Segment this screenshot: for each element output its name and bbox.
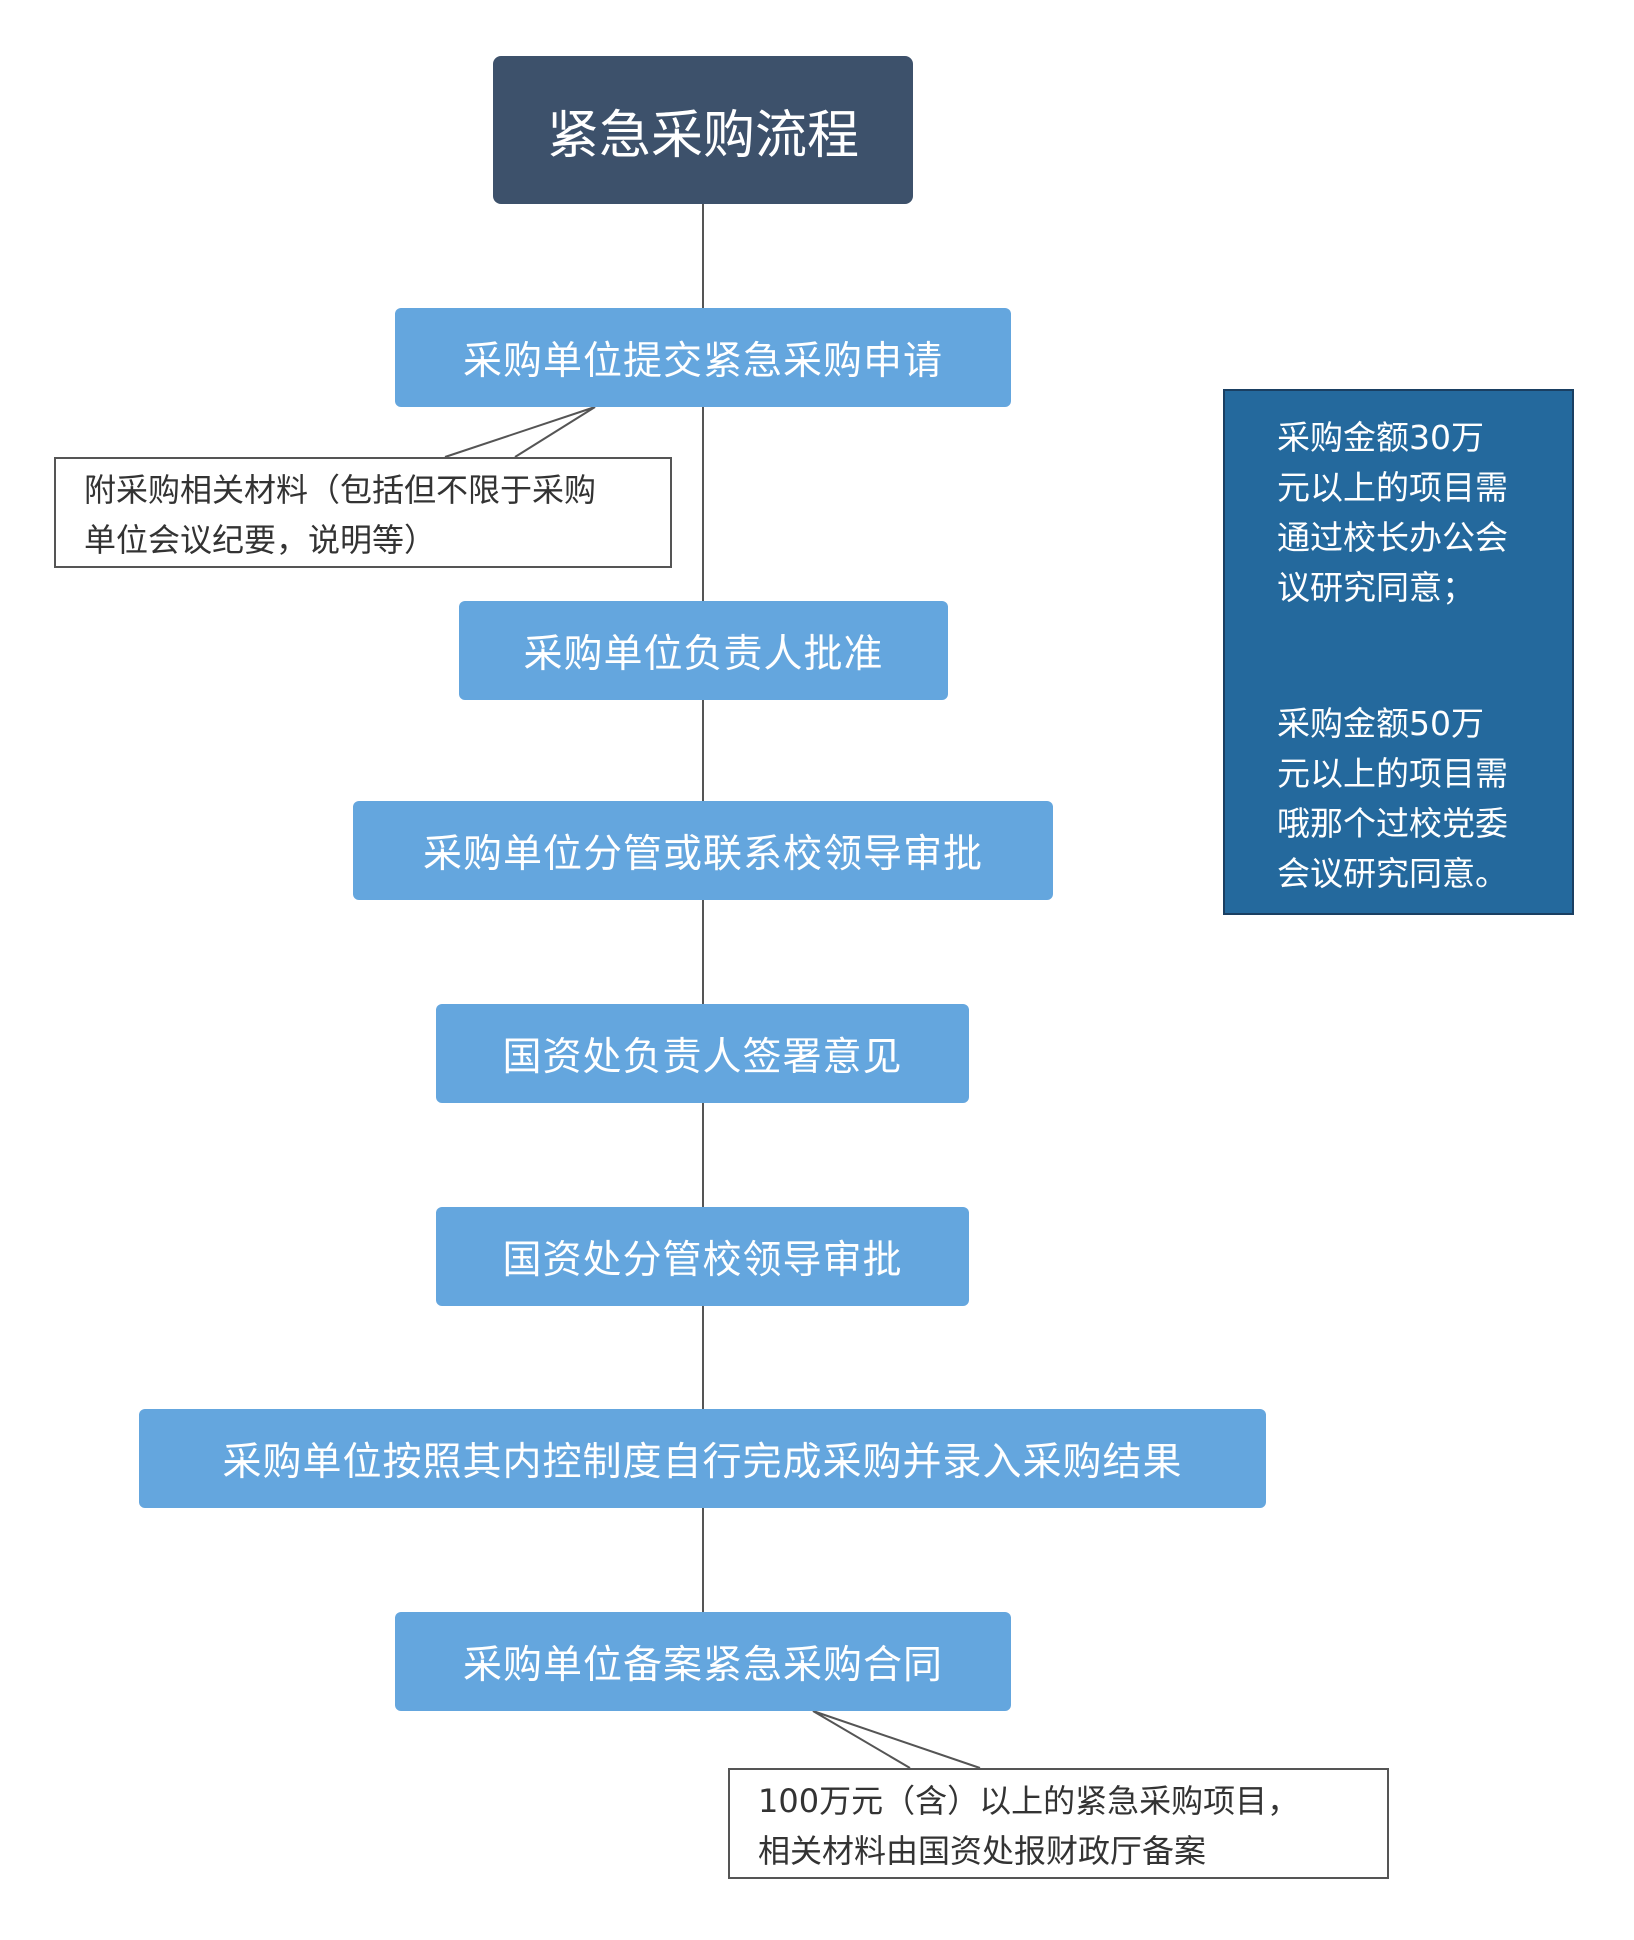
panel-line: 元以上的项目需 bbox=[1277, 754, 1508, 793]
note-finance-filing: 100万元（含）以上的紧急采购项目， 相关材料由国资处报财政厅备案 bbox=[728, 1768, 1389, 1879]
note-line: 相关材料由国资处报财政厅备案 bbox=[758, 1832, 1207, 1870]
note-line: 附采购相关材料（包括但不限于采购 bbox=[84, 471, 597, 509]
callout-pointer-bottom bbox=[812, 1710, 981, 1769]
panel-line: 哦那个过校党委 bbox=[1277, 804, 1508, 843]
step-asset-office-leader-approval: 国资处分管校领导审批 bbox=[436, 1207, 969, 1306]
panel-line: 元以上的项目需 bbox=[1277, 468, 1508, 507]
step-school-leader-approval: 采购单位分管或联系校领导审批 bbox=[353, 801, 1053, 900]
panel-gap bbox=[1277, 613, 1572, 699]
flowchart-title: 紧急采购流程 bbox=[493, 56, 913, 204]
step-file-contract: 采购单位备案紧急采购合同 bbox=[395, 1612, 1011, 1711]
step-asset-office-head-opinion: 国资处负责人签署意见 bbox=[436, 1004, 969, 1103]
note-line: 单位会议纪要，说明等） bbox=[84, 521, 437, 559]
panel-line: 会议研究同意。 bbox=[1277, 854, 1508, 893]
step-submit-application: 采购单位提交紧急采购申请 bbox=[395, 308, 1011, 407]
approval-threshold-panel: 采购金额30万 元以上的项目需 通过校长办公会 议研究同意； 采购金额50万 元… bbox=[1223, 389, 1574, 915]
panel-line: 通过校长办公会 bbox=[1277, 518, 1508, 557]
step-complete-purchase: 采购单位按照其内控制度自行完成采购并录入采购结果 bbox=[139, 1409, 1266, 1508]
step-unit-head-approval: 采购单位负责人批准 bbox=[459, 601, 948, 700]
panel-line: 议研究同意； bbox=[1277, 568, 1475, 607]
note-line: 100万元（含）以上的紧急采购项目， bbox=[758, 1782, 1300, 1820]
panel-line: 采购金额30万 bbox=[1277, 418, 1484, 457]
threshold-50w-paragraph: 采购金额50万 元以上的项目需 哦那个过校党委 会议研究同意。 bbox=[1277, 699, 1572, 899]
callout-pointer-top bbox=[444, 406, 596, 458]
panel-line: 采购金额50万 bbox=[1277, 704, 1484, 743]
note-supporting-materials: 附采购相关材料（包括但不限于采购 单位会议纪要，说明等） bbox=[54, 457, 672, 568]
threshold-30w-paragraph: 采购金额30万 元以上的项目需 通过校长办公会 议研究同意； bbox=[1277, 413, 1572, 613]
